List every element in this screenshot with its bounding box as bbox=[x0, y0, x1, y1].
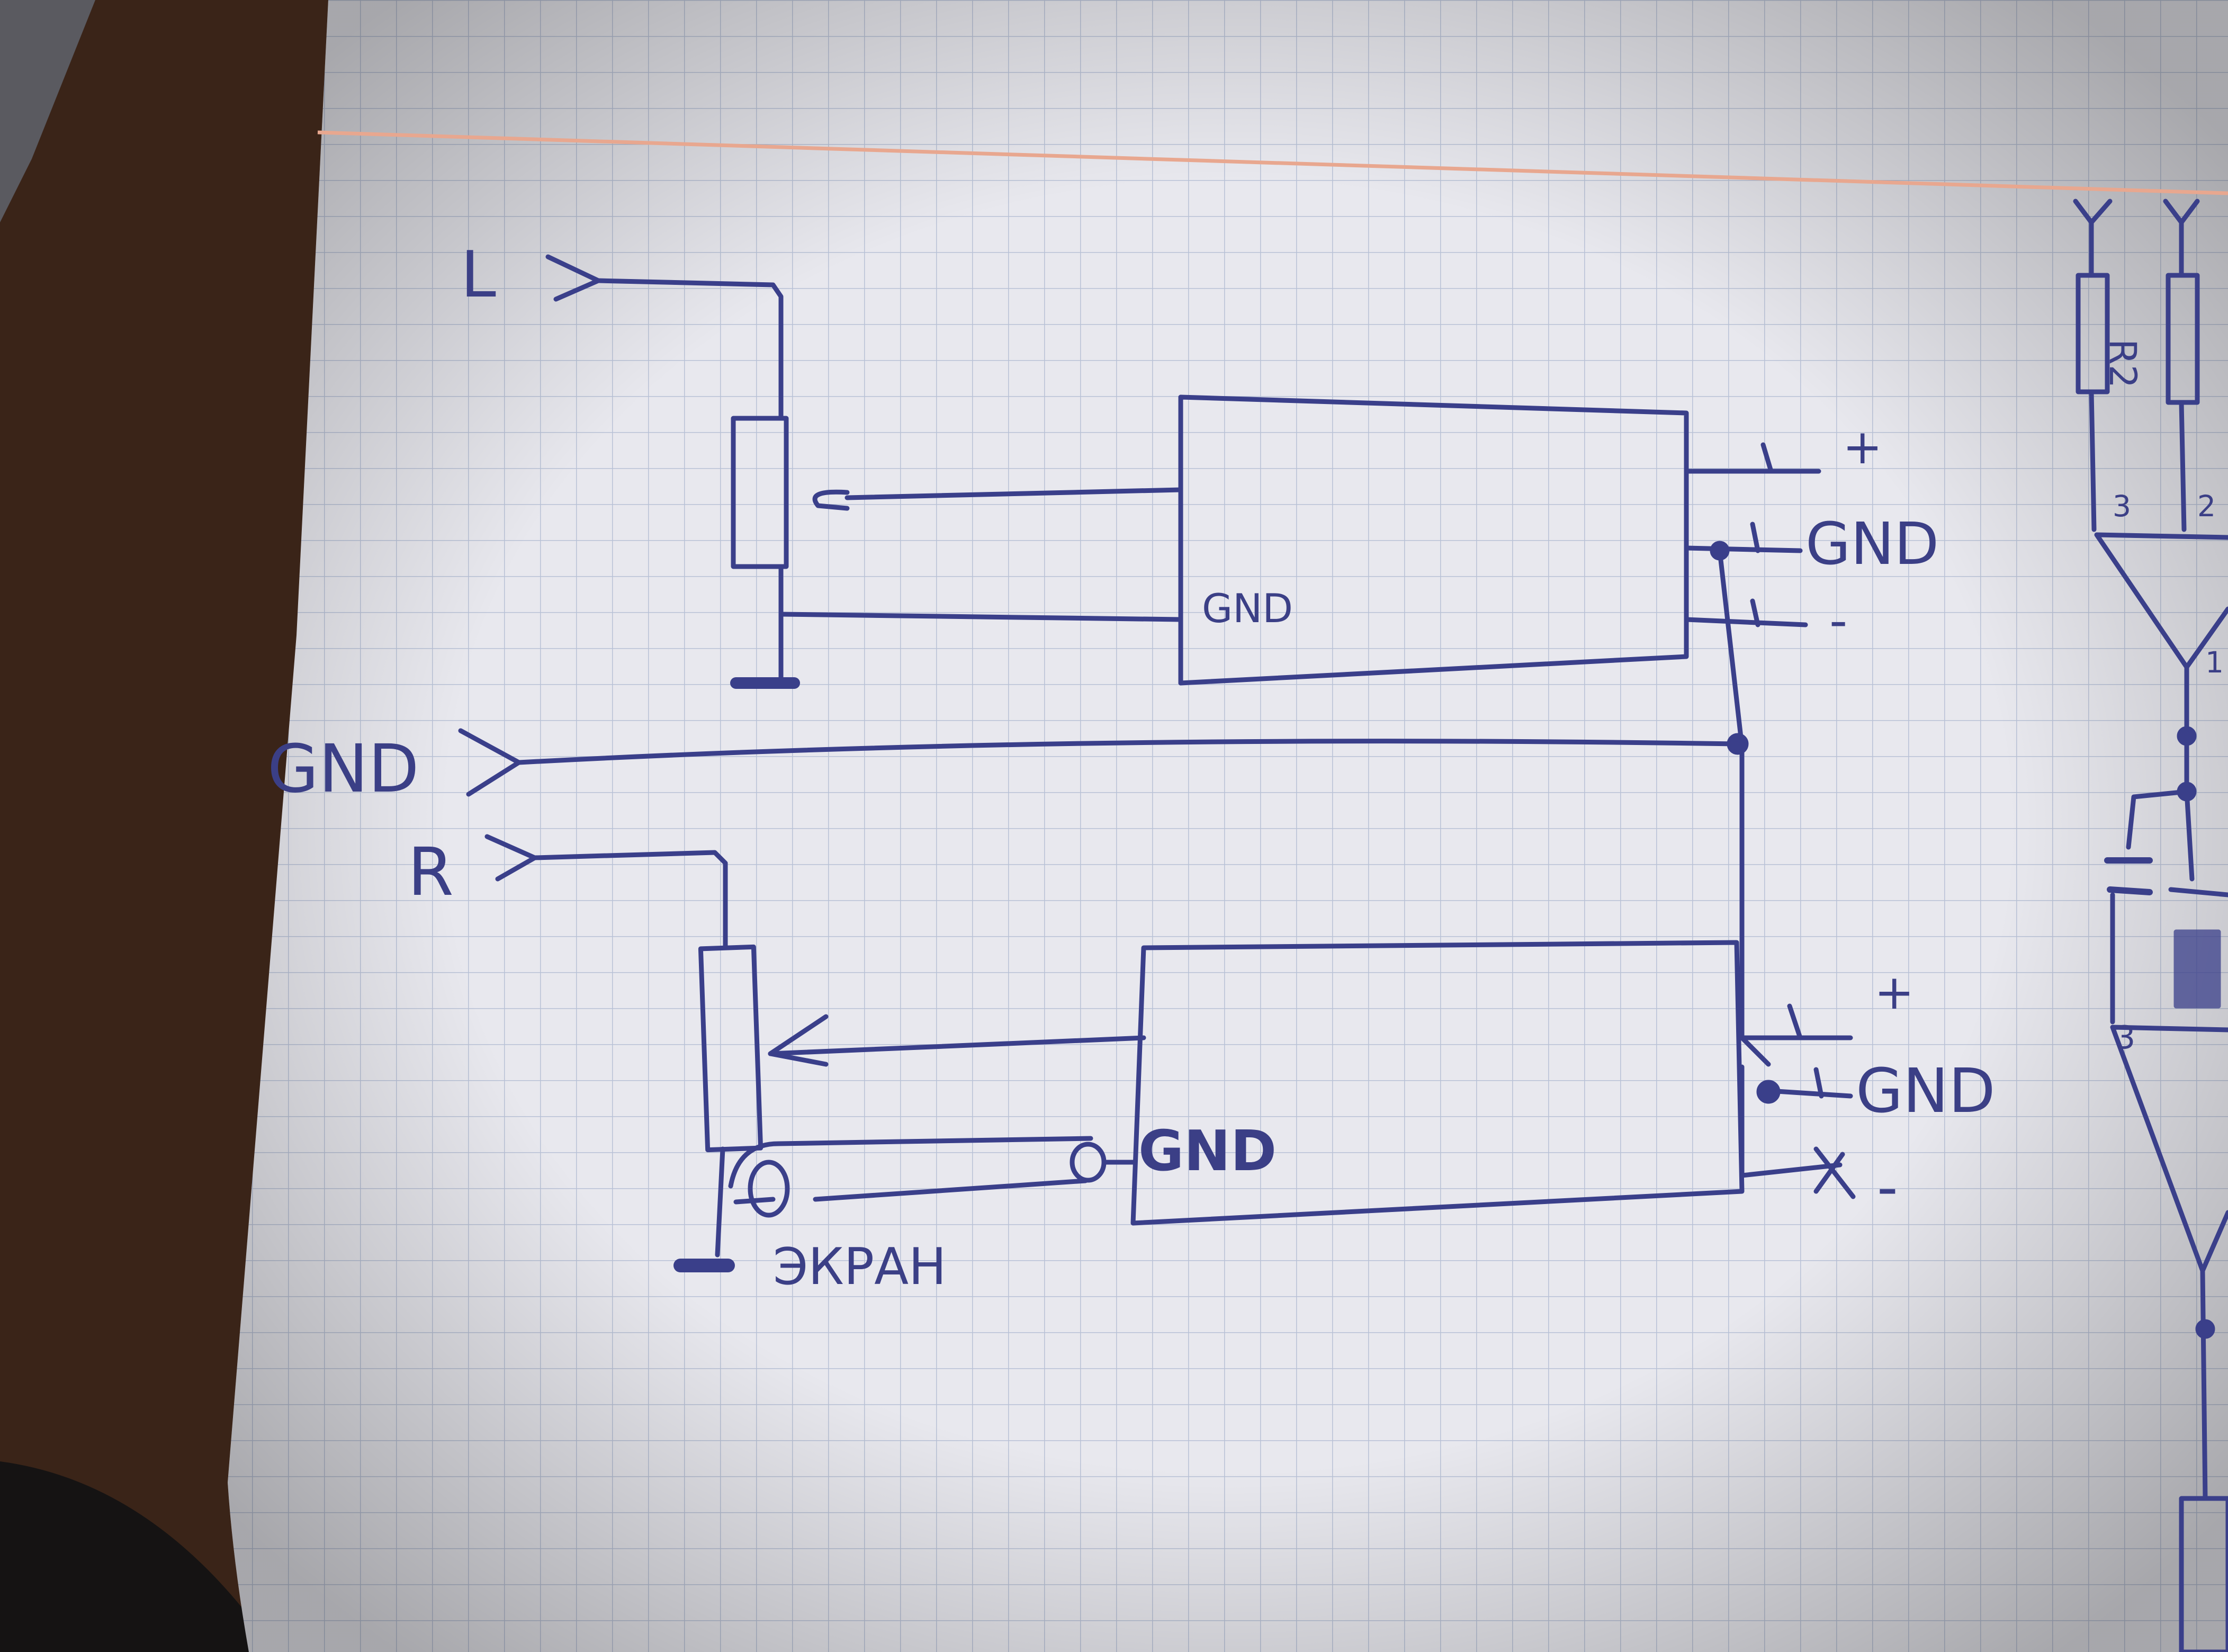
side-pin-label-4: 3 bbox=[2115, 1019, 2135, 1056]
lower-module-gnd-label: GND bbox=[1138, 1119, 1277, 1183]
upper-wiper-arrow bbox=[812, 489, 850, 511]
upper-pin-gnd bbox=[1684, 522, 1803, 553]
side-component bbox=[2173, 929, 2221, 1009]
upper-pin-plus bbox=[1684, 442, 1821, 474]
gnd-wire bbox=[516, 739, 1740, 765]
lower-pin-plus bbox=[1739, 1003, 1853, 1040]
lower-junction-dot bbox=[1756, 1080, 1781, 1104]
shield-upper-wire bbox=[728, 1136, 1093, 1189]
left-input-label: L bbox=[461, 238, 496, 312]
schematic bbox=[458, 199, 2228, 1652]
right-wire bbox=[532, 850, 728, 950]
upper-pin-plus-label: + bbox=[1843, 419, 1882, 475]
upper-pin-minus bbox=[1684, 598, 1808, 627]
lower-signal-wire bbox=[768, 1035, 1146, 1056]
lower-pin-plus-label: + bbox=[1874, 965, 1914, 1020]
lower-pin-gnd-label: GND bbox=[1856, 1056, 1996, 1127]
gnd-input-label: GND bbox=[267, 731, 419, 807]
upper-pin-minus-label: - bbox=[1829, 592, 1847, 650]
shield-label: ЭКРАН bbox=[773, 1238, 947, 1296]
dark-corner bbox=[0, 1461, 275, 1652]
side-circuit bbox=[2073, 199, 2228, 1652]
shield-lower-wire bbox=[813, 1178, 1088, 1202]
lower-pin-minus-label: - bbox=[1877, 1153, 1898, 1221]
side-resistor-leads bbox=[2089, 389, 2187, 532]
left-wire bbox=[596, 278, 784, 421]
lower-pin-minus bbox=[1739, 1146, 1856, 1199]
side-connector-2 bbox=[2163, 199, 2200, 278]
side-capacitor bbox=[2104, 857, 2153, 895]
lower-pin-gnd bbox=[1766, 1067, 1853, 1099]
side-pin-label-1: 3 bbox=[2113, 489, 2131, 523]
right-input-label: R bbox=[408, 834, 454, 911]
shield-circle-left bbox=[748, 1160, 790, 1218]
side-right-lead bbox=[2168, 789, 2228, 897]
paper-sheet bbox=[228, 0, 2228, 1652]
side-junction-dot-1 bbox=[2177, 726, 2197, 746]
side-resistor-label: R2 bbox=[2101, 339, 2144, 388]
side-connector-1 bbox=[2073, 199, 2113, 278]
fabric-corner bbox=[0, 0, 95, 222]
upper-signal-wire bbox=[845, 487, 1183, 500]
side-pin-label-3: 1 bbox=[2205, 645, 2224, 679]
upper-ground-wire bbox=[778, 612, 1183, 622]
upper-pin-gnd-label: GND bbox=[1805, 510, 1939, 578]
side-capacitor-lead bbox=[2126, 789, 2189, 850]
side-junction-dot-3 bbox=[2195, 1319, 2215, 1339]
lower-module-box bbox=[1130, 940, 1745, 1226]
lower-pot-ground-lead bbox=[715, 1146, 725, 1258]
margin-line bbox=[317, 130, 2228, 195]
upper-potentiometer bbox=[731, 416, 789, 569]
ground-bus bbox=[1717, 548, 1771, 1067]
side-lower-component bbox=[2179, 1496, 2228, 1652]
side-pin-label-2: 2 bbox=[2197, 489, 2216, 523]
side-lower-output bbox=[2200, 1268, 2208, 1501]
lower-potentiometer bbox=[698, 944, 763, 1153]
upper-module-gnd-label: GND bbox=[1202, 585, 1293, 632]
